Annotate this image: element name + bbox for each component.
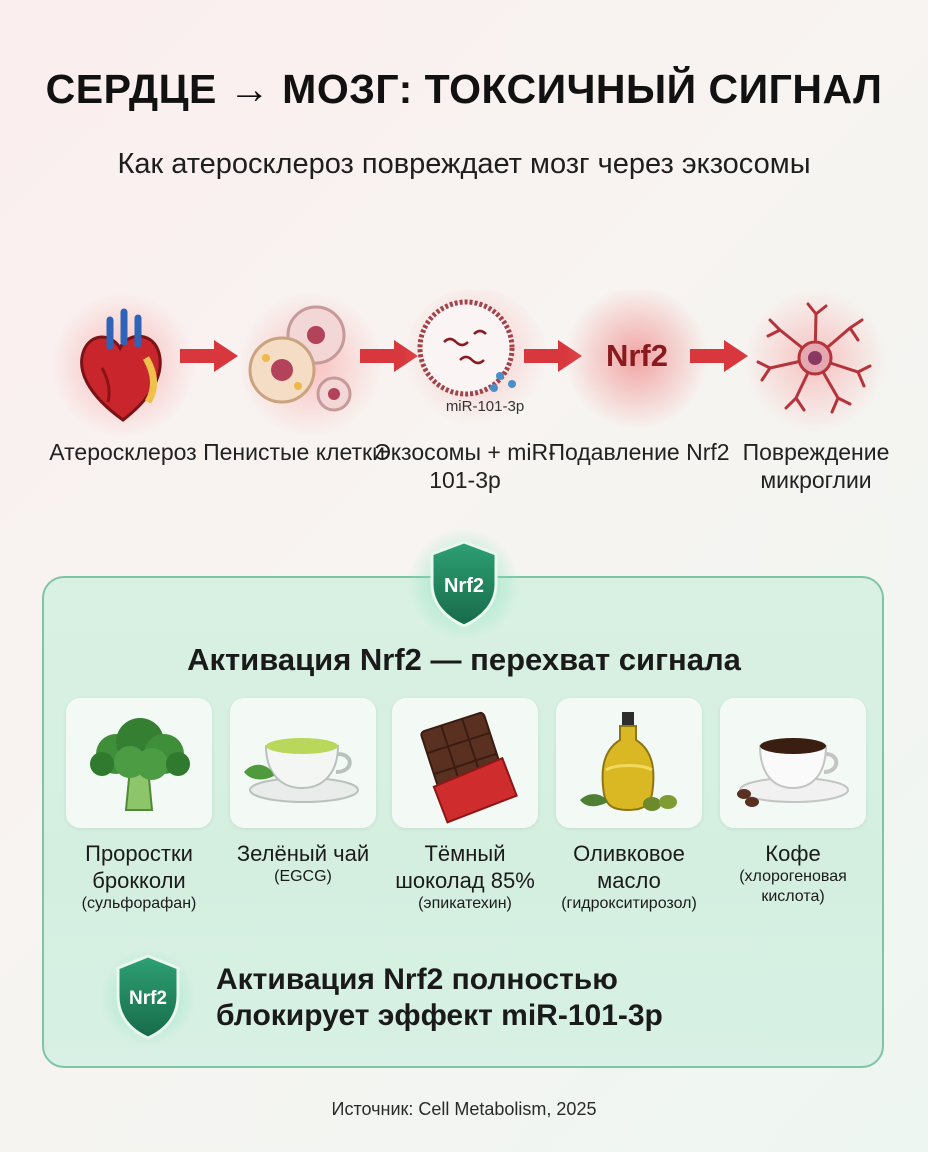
arrow-right-icon (180, 340, 238, 372)
food-compound: (EGCG) (274, 868, 332, 885)
shield-label: Nrf2 (444, 575, 484, 597)
conclusion-line: Активация Nrf2 полностью (216, 963, 618, 996)
shield-icon: Nrf2 (100, 950, 196, 1046)
step-label-atherosclerosis: Атеросклероз (49, 439, 197, 465)
food-card-coffee (720, 698, 866, 828)
page-title: СЕРДЦЕ → МОЗГ: ТОКСИЧНЫЙ СИГНАЛ (45, 66, 883, 112)
nrf2-suppression-icon (565, 290, 709, 430)
food-card-broccoli (66, 698, 212, 828)
food-name: Проростки брокколи (85, 841, 193, 893)
conclusion-line: блокирует эффект miR-101-3p (216, 999, 663, 1032)
broccoli-icon (90, 718, 190, 811)
food-compound: (гидрокситирозол) (561, 895, 697, 912)
step-label-foam-cells: Пенистые клетки (203, 439, 385, 465)
step-label-exosomes: Экзосомы + miR-101-3p (374, 439, 556, 493)
step-label-nrf2-suppression: Подавление Nrf2 (548, 439, 730, 465)
food-compound: (хлорогеновая кислота) (739, 868, 847, 905)
nrf2-suppressed-label: Nrf2 (605, 338, 668, 373)
shield-icon: Nrf2 (408, 528, 520, 640)
conclusion-text: Активация Nrf2 полностью блокирует эффек… (216, 962, 836, 1034)
panel-title: Активация Nrf2 — перехват сигнала (187, 642, 741, 677)
green-tea-icon (244, 738, 359, 803)
mirna-tag: miR-101-3p (445, 398, 525, 415)
food-compound: (эпикатехин) (418, 895, 512, 912)
food-name: Оливковое масло (573, 841, 685, 893)
food-card-green-tea (230, 698, 376, 828)
chocolate-icon (420, 711, 518, 824)
arrow-right-icon (690, 340, 748, 372)
food-card-olive-oil (556, 698, 702, 828)
food-label-olive-oil: Оливковое масло (гидрокситирозол) (544, 840, 714, 914)
food-name: Тёмный шоколад 85% (395, 841, 535, 893)
food-label-broccoli: Проростки брокколи (сульфорафан) (54, 840, 224, 914)
step-label-microglia-damage: Повреждение микроглии (742, 439, 890, 493)
page-subtitle: Как атеросклероз повреждает мозг через э… (117, 148, 811, 180)
foam-cells-icon (239, 293, 383, 437)
olive-oil-icon (580, 712, 677, 812)
shield-label: Nrf2 (129, 988, 167, 1009)
food-name: Зелёный чай (236, 841, 370, 866)
food-compound: (сульфорафан) (81, 895, 197, 912)
exosome-icon (403, 290, 547, 432)
coffee-icon (737, 738, 849, 807)
food-label-green-tea: Зелёный чай (EGCG) (218, 840, 388, 887)
food-label-coffee: Кофе (хлорогеновая кислота) (708, 840, 878, 907)
source-citation: Источник: Cell Metabolism, 2025 (331, 1099, 597, 1119)
food-card-dark-chocolate (392, 698, 538, 828)
food-name: Кофе (765, 841, 821, 866)
food-label-dark-chocolate: Тёмный шоколад 85% (эпикатехин) (380, 840, 550, 914)
microglia-icon (743, 290, 887, 432)
heart-icon (51, 293, 195, 437)
